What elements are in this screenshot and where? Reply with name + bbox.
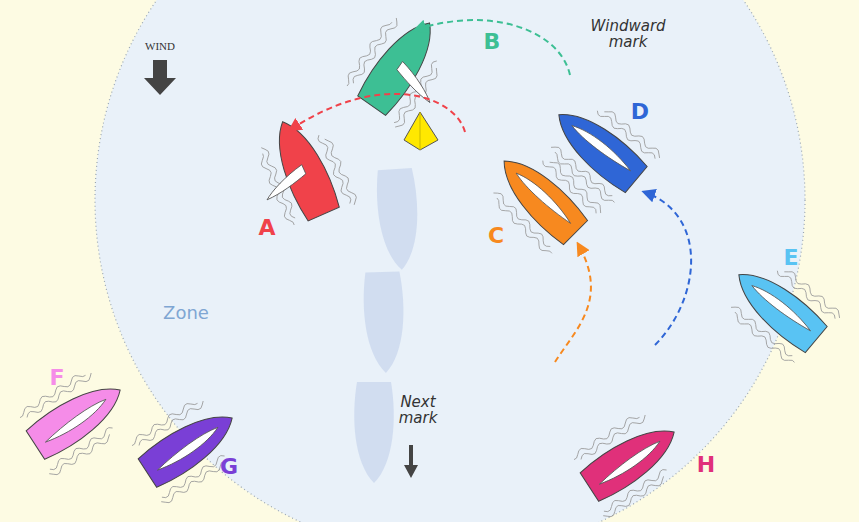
- mark-label: Windward mark: [588, 18, 668, 51]
- boat-letter: B: [484, 30, 501, 54]
- sail: [515, 168, 574, 227]
- boat: [566, 401, 694, 520]
- path-arrow: [644, 192, 691, 345]
- sail: [43, 398, 110, 446]
- boat: [715, 246, 843, 370]
- hull: [579, 415, 685, 503]
- path-arrow: [290, 94, 465, 132]
- hull: [726, 260, 829, 355]
- sail: [751, 280, 813, 334]
- boats: [12, 2, 843, 521]
- wind-arrow: [144, 60, 176, 95]
- next-mark-arrow: [404, 445, 418, 478]
- wind-label: WIND: [145, 40, 175, 52]
- hull: [355, 12, 445, 117]
- ghost-boat: [363, 271, 406, 373]
- boat-letter: G: [220, 455, 238, 479]
- ghost-boat: [375, 168, 421, 272]
- sail: [571, 120, 633, 174]
- boat-letter: E: [783, 246, 798, 270]
- boat: [124, 387, 252, 506]
- hull: [490, 147, 589, 246]
- mark-label: Next mark: [393, 394, 443, 427]
- ghost-track: [354, 168, 421, 483]
- hull: [137, 401, 243, 489]
- boat-letter: C: [488, 224, 504, 248]
- boat-letter: H: [697, 453, 715, 477]
- zone-label: Zone: [163, 303, 209, 323]
- windward-mark: [404, 112, 438, 150]
- boat: [12, 359, 140, 478]
- boat-letter: F: [49, 366, 64, 390]
- sail: [155, 426, 222, 474]
- mark-edge: [420, 112, 421, 150]
- sail: [597, 440, 664, 488]
- hull: [25, 373, 131, 461]
- boat-letter: A: [258, 216, 275, 240]
- zone-circle: [95, 0, 805, 522]
- boat: [241, 107, 360, 237]
- ghost-boat: [354, 382, 394, 483]
- path-arrow: [555, 244, 591, 362]
- sail: [260, 165, 309, 200]
- boat: [535, 86, 663, 210]
- path-arrow: [415, 20, 570, 75]
- hull: [546, 100, 649, 195]
- boat-letter: D: [631, 100, 649, 124]
